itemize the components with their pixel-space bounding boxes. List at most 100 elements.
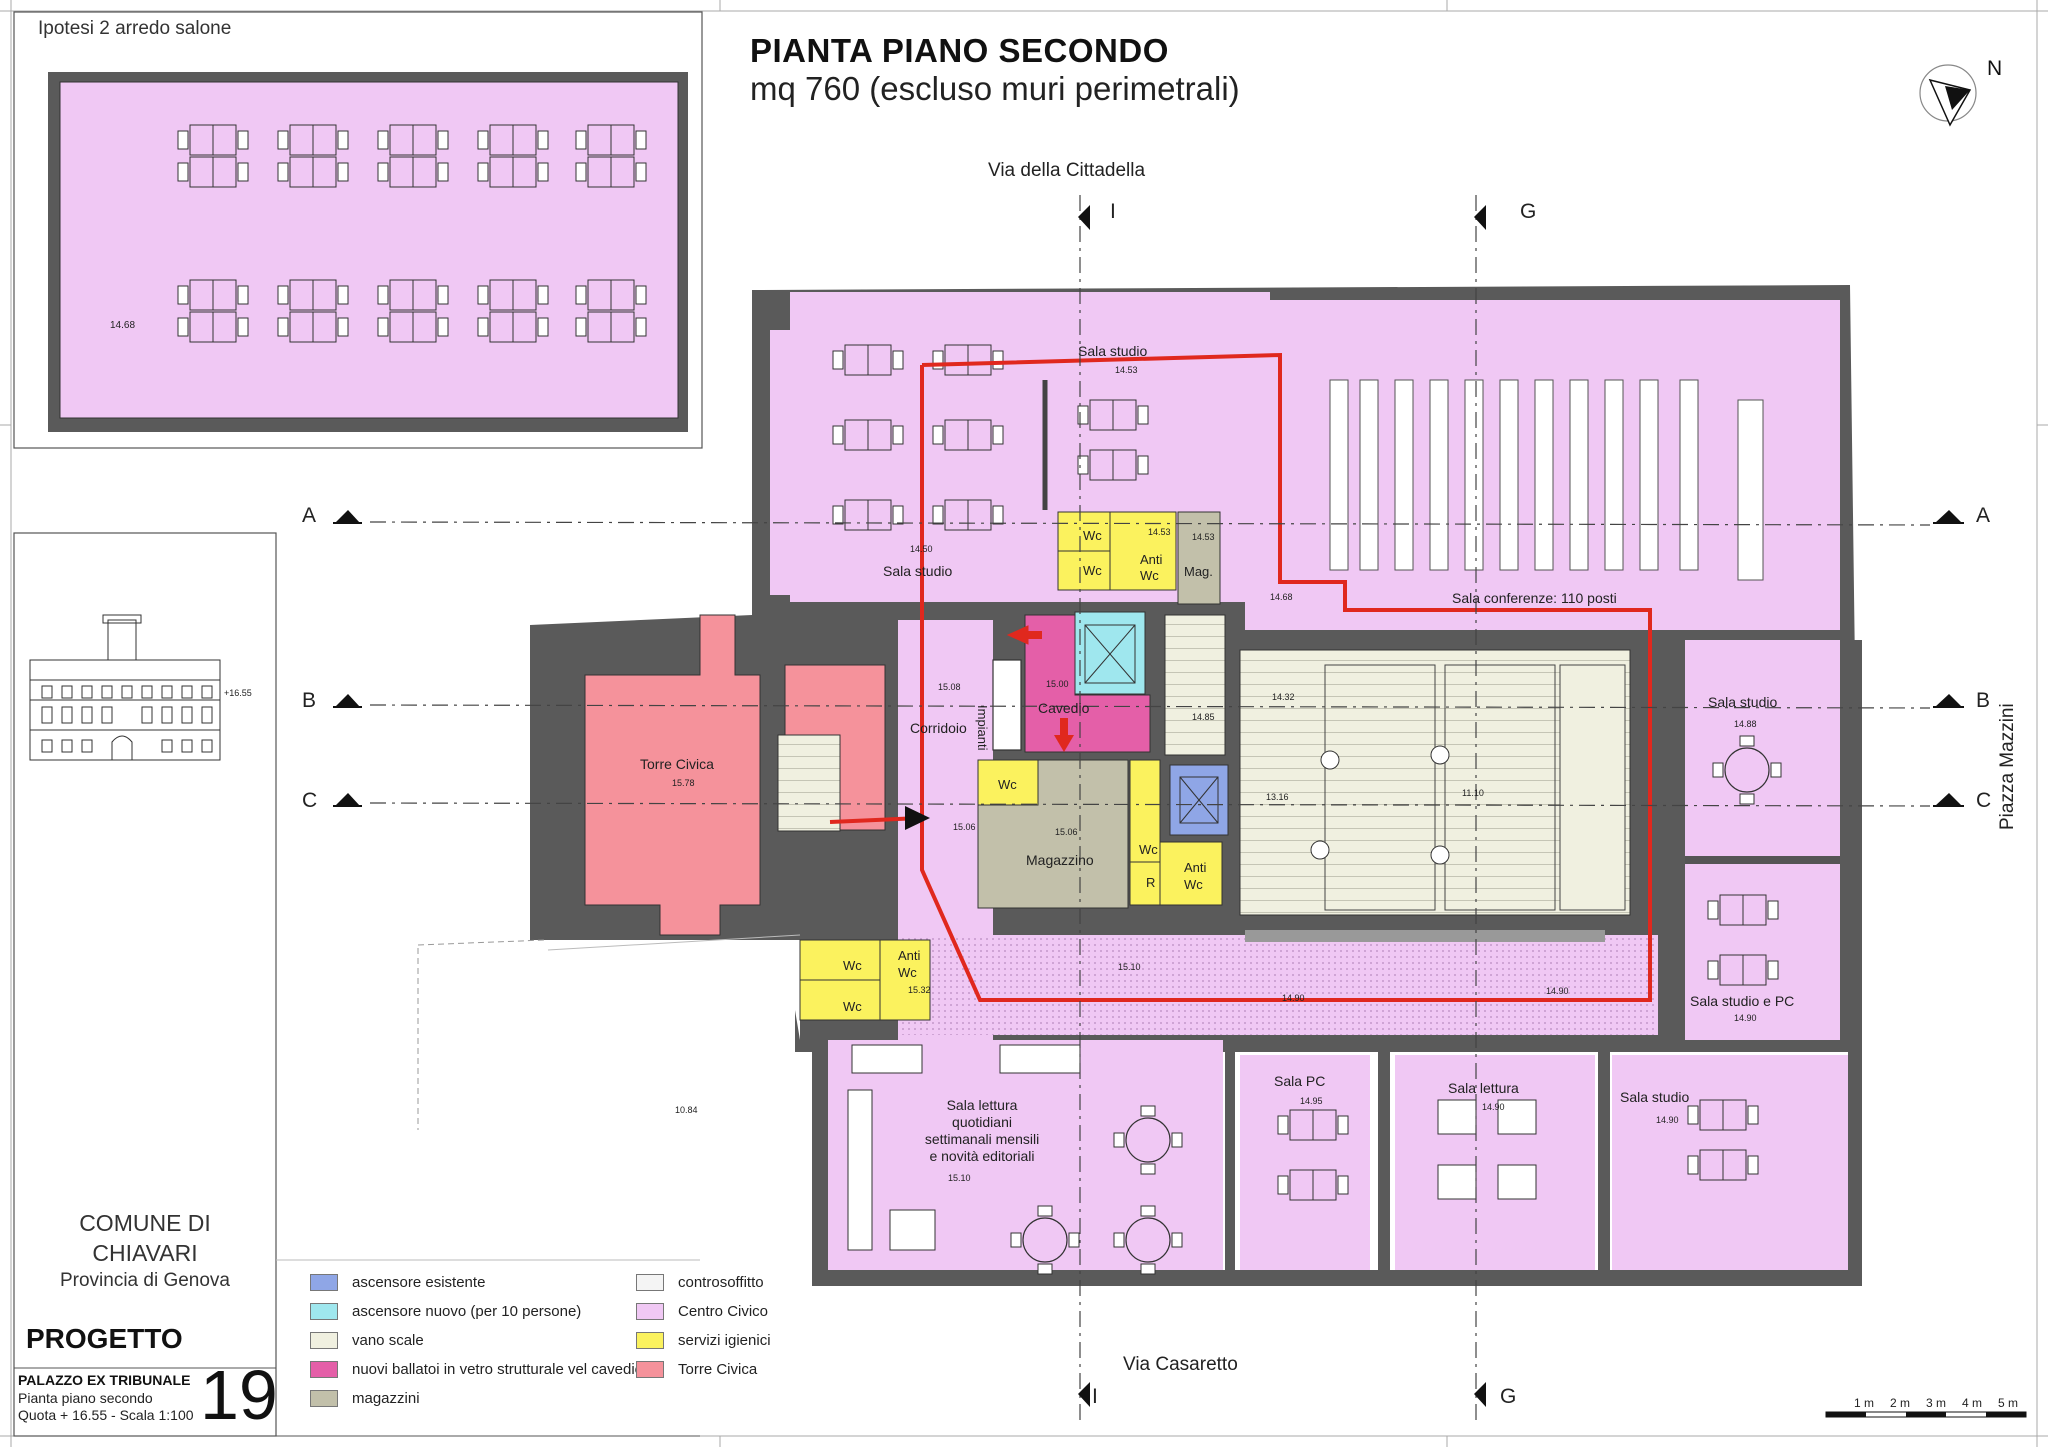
legend-item: controsoffitto <box>636 1274 764 1291</box>
level-marker: 14.90 <box>1482 1102 1505 1112</box>
level-marker: 14.32 <box>1272 692 1295 702</box>
level-marker: 15.10 <box>948 1173 971 1183</box>
north-arrow-icon <box>1919 64 1977 127</box>
north-label: N <box>1987 57 2003 80</box>
room-wc-group-2 <box>1129 759 1223 906</box>
legend-label: nuovi ballatoi in vetro strutturale vel … <box>352 1361 643 1378</box>
room-mag <box>1177 511 1221 605</box>
level-marker: 14.50 <box>910 544 933 554</box>
legend-swatch <box>636 1361 664 1378</box>
title-block-provincia: Provincia di Genova <box>59 1270 231 1291</box>
label-sala-studio-left: Sala studio <box>883 563 953 579</box>
section-lines <box>369 195 1931 1420</box>
legend-item: Torre Civica <box>636 1361 757 1378</box>
legend-label: Centro Civico <box>678 1303 769 1320</box>
section-label-a-right: A <box>1976 504 1991 527</box>
title-block-pianta: Pianta piano secondo <box>18 1390 153 1406</box>
label-sala-studio-top: Sala studio <box>1078 343 1148 359</box>
section-label-b-left: B <box>302 689 317 712</box>
section-label-c-right: C <box>1976 789 1992 812</box>
level-marker: 15.10 <box>1118 962 1141 972</box>
title-block-palazzo: PALAZZO EX TRIBUNALE <box>18 1372 191 1388</box>
label-sala-lettura-1: Sala lettura quotidiani settimanali mens… <box>872 1097 1092 1165</box>
level-marker: 14.95 <box>1300 1096 1323 1106</box>
title-block-progetto: PROGETTO <box>26 1323 183 1354</box>
scale-label-3m: 3 m <box>1926 1396 1947 1410</box>
legend-swatch <box>636 1332 664 1349</box>
label-magazzino: Magazzino <box>1026 852 1094 868</box>
street-right: Piazza Mazzini <box>1997 703 2018 830</box>
label-r: R <box>1146 875 1156 890</box>
level-marker: 15.08 <box>938 682 961 692</box>
scale-label-4m: 4 m <box>1962 1396 1983 1410</box>
street-top: Via della Cittadella <box>988 160 1146 181</box>
section-label-a-left: A <box>302 504 317 527</box>
label-sala-lettura-1-line1: Sala lettura <box>946 1097 1018 1113</box>
page-subtitle: mq 760 (escluso muri perimetrali) <box>750 70 1240 107</box>
label-sala-lettura-1-line4: e novità editoriali <box>929 1148 1035 1164</box>
inset-title: Ipotesi 2 arredo salone <box>38 18 232 39</box>
label-sala-pc: Sala PC <box>1274 1073 1326 1089</box>
level-marker: 15.32 <box>908 985 931 995</box>
section-label-g-top: G <box>1520 200 1537 223</box>
legend-label: vano scale <box>352 1332 424 1349</box>
legend-swatch <box>310 1274 338 1291</box>
level-marker: 14.90 <box>1282 993 1305 1003</box>
legend-swatch <box>636 1274 664 1291</box>
level-marker: 14.53 <box>1192 532 1215 542</box>
intervention-perimeter <box>920 352 1652 1002</box>
scale-label-5m: 5 m <box>1998 1396 2019 1410</box>
level-marker: 14.53 <box>1115 365 1138 375</box>
legend-item: servizi igienici <box>636 1332 771 1349</box>
label-sala-lettura-1-line2: quotidiani <box>952 1114 1012 1130</box>
label-sala-studio-right: Sala studio <box>1708 694 1778 710</box>
level-marker: 11.10 <box>1462 788 1484 798</box>
section-label-g-bottom: G <box>1500 1385 1517 1408</box>
title-block-comune: COMUNE DI CHIAVARI <box>14 1208 276 1268</box>
label-torre-civica: Torre Civica <box>640 756 714 772</box>
legend-item: ascensore nuovo (per 10 persone) <box>310 1303 581 1320</box>
legend-label: controsoffitto <box>678 1274 764 1291</box>
label-wc-anti-2: Wc <box>1184 877 1203 892</box>
scale-bar <box>1825 1411 2027 1418</box>
legend-swatch <box>310 1303 338 1320</box>
label-wc-5: Wc <box>843 958 862 973</box>
label-cavedio: Cavedio <box>1038 700 1090 716</box>
label-wc-2: Wc <box>1083 563 1102 578</box>
legend-label: servizi igienici <box>678 1332 771 1349</box>
title-block-quota: Quota + 16.55 - Scala 1:100 <box>18 1407 194 1423</box>
comune-line1: COMUNE DI <box>79 1210 211 1236</box>
conference-seats <box>1329 379 1764 581</box>
legend-label: ascensore esistente <box>352 1274 486 1291</box>
legend-label: ascensore nuovo (per 10 persone) <box>352 1303 582 1320</box>
inset-level: 14.68 <box>110 320 136 331</box>
label-wc-4: Wc <box>1139 842 1158 857</box>
label-sala-lettura-2: Sala lettura <box>1448 1080 1519 1096</box>
legend-label: magazzini <box>352 1390 420 1407</box>
level-marker: 14.68 <box>1270 592 1293 602</box>
label-impianti: Impianti <box>975 705 990 751</box>
level-marker: 10.84 <box>675 1105 698 1115</box>
level-marker: 14.90 <box>1546 986 1569 996</box>
street-bottom: Via Casaretto <box>1123 1354 1238 1375</box>
legend-label: Torre Civica <box>678 1361 758 1378</box>
label-anti-2: Anti <box>1184 860 1207 875</box>
label-anti-1: Anti <box>1140 552 1163 567</box>
level-marker: 13.16 <box>1266 792 1289 802</box>
section-label-i-bottom: I <box>1092 1385 1098 1408</box>
label-sala-studio-pc: Sala studio e PC <box>1690 993 1795 1009</box>
section-label-c-left: C <box>302 789 318 812</box>
level-marker: 15.06 <box>953 822 976 832</box>
label-sala-lettura-1-line3: settimanali mensili <box>924 1131 1040 1147</box>
legend-swatch <box>636 1303 664 1320</box>
comune-line2: CHIAVARI <box>92 1240 198 1266</box>
room-sala-lettura-2 <box>1395 1055 1595 1270</box>
sheet-number: 19 <box>200 1356 278 1434</box>
label-wc-1: Wc <box>1083 528 1102 543</box>
section-label-b-right: B <box>1976 689 1991 712</box>
legend-item: magazzini <box>310 1390 420 1407</box>
level-marker: 14.90 <box>1656 1115 1679 1125</box>
level-marker: 14.88 <box>1734 719 1757 729</box>
label-sala-conferenze: Sala conferenze: 110 posti <box>1452 590 1617 606</box>
